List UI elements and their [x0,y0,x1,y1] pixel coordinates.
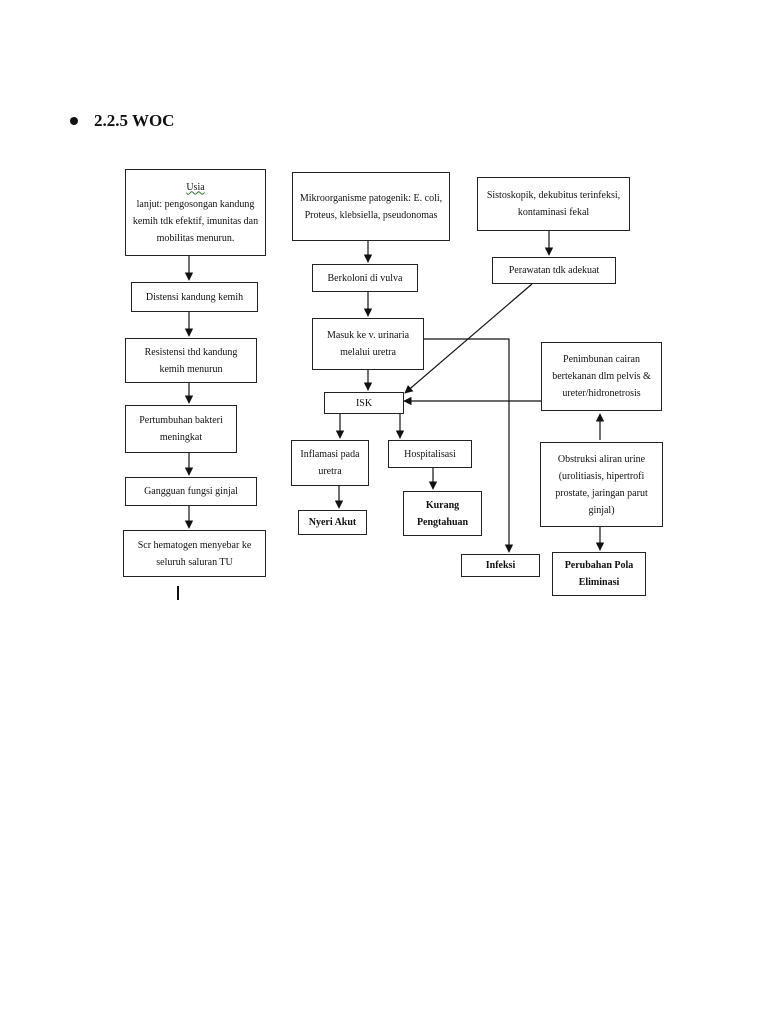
node-mikroorganisme: Mikroorganisme patogenik: E. coli, Prote… [292,172,450,241]
node-penimbunan: Penimbunan cairan bertekanan dlm pelvis … [541,342,662,411]
node-usia-lanjut: Usia lanjut: pengosongan kandung kemih t… [125,169,266,256]
section-title: 2.2.5 WOC [94,111,175,130]
section-heading: 2.2.5 WOC [70,111,174,131]
node-gangguan: Gangguan fungsi ginjal [125,477,257,506]
node-masuk: Masuk ke v. urinaria melalui uretra [312,318,424,370]
node-perawatan: Perawatan tdk adekuat [492,257,616,284]
node-sistoskopik: Sistoskopik, dekubitus terinfeksi, konta… [477,177,630,231]
node-isk: ISK [324,392,404,414]
bullet-icon [70,117,78,125]
node-usia-text: lanjut: pengosongan kandung kemih tdk ef… [132,198,259,244]
node-kurang-pengetahuan: Kurang Pengtahuan [403,491,482,536]
node-berkoloni: Berkoloni di vulva [312,264,418,292]
node-hospitalisasi: Hospitalisasi [388,440,472,468]
node-resistensi: Resistensi thd kandung kemih menurun [125,338,257,383]
text-cursor [177,586,179,600]
node-inflamasi: Inflamasi pada uretra [291,440,369,486]
node-usia-prefix: Usia [186,181,205,193]
node-obstruksi: Obstruksi aliran urine (urolitiasis, hip… [540,442,663,527]
node-distensi: Distensi kandung kemih [131,282,258,312]
arrow-perawatan-isk [404,283,533,394]
node-nyeri-akut: Nyeri Akut [298,510,367,535]
node-infeksi: Infeksi [461,554,540,577]
node-perubahan-pola: Perubahan Pola Eliminasi [552,552,646,596]
node-scr-hematogen: Scr hematogen menyebar ke seluruh salura… [123,530,266,577]
arrow-masuk-infeksi [424,338,514,553]
node-pertumbuhan: Pertumbuhan bakteri meningkat [125,405,237,453]
